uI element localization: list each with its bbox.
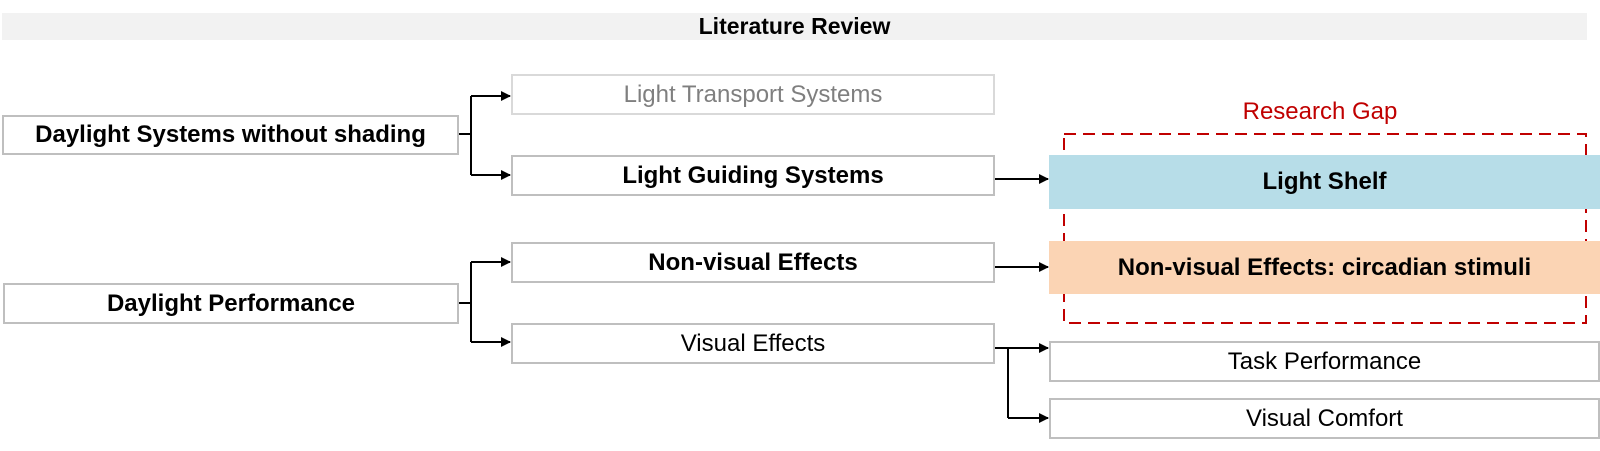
node-light-transport: Light Transport Systems: [511, 74, 995, 115]
node-non-visual: Non-visual Effects: [511, 242, 995, 283]
node-visual: Visual Effects: [511, 323, 995, 364]
node-visual-comfort: Visual Comfort: [1049, 398, 1600, 439]
node-daylight-systems: Daylight Systems without shading: [2, 115, 459, 155]
node-task-performance: Task Performance: [1049, 341, 1600, 382]
node-light-shelf: Light Shelf: [1049, 155, 1600, 209]
bracket-visual-effects: [995, 343, 1049, 423]
research-gap-label: Research Gap: [1242, 98, 1398, 125]
bracket-daylight-systems: [458, 91, 511, 180]
title-bar: Literature Review: [2, 13, 1587, 40]
node-light-guiding: Light Guiding Systems: [511, 155, 995, 196]
node-daylight-performance: Daylight Performance: [3, 283, 459, 324]
node-circadian: Non-visual Effects: circadian stimuli: [1049, 241, 1600, 294]
page-title: Literature Review: [698, 13, 891, 39]
bracket-daylight-performance: [458, 257, 511, 347]
